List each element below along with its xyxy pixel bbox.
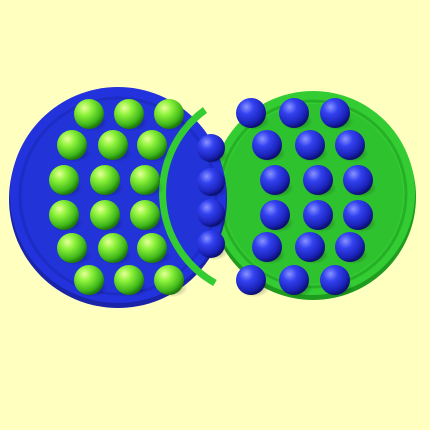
green-ball[interactable] [114,265,148,298]
green-ball[interactable] [57,130,91,163]
blue-ball[interactable] [295,232,329,265]
green-ball[interactable] [130,165,164,198]
blue-ball[interactable] [279,98,313,131]
blue-ball[interactable] [236,265,270,298]
green-ball[interactable] [130,200,164,233]
balls-layer [49,98,377,298]
green-ball[interactable] [49,200,83,233]
blue-ball[interactable] [303,165,337,198]
blue-ball[interactable] [260,200,294,233]
blue-ball[interactable] [252,130,286,163]
green-ball[interactable] [74,99,108,132]
green-ball[interactable] [57,233,91,266]
blue-ball[interactable] [343,200,377,233]
overlap-ball[interactable] [197,134,229,165]
overlap-ball[interactable] [197,199,229,230]
green-ball[interactable] [74,265,108,298]
green-ball[interactable] [114,99,148,132]
green-ball[interactable] [98,233,132,266]
overlap-ball[interactable] [197,168,229,199]
blue-ball[interactable] [279,265,313,298]
green-ball[interactable] [137,233,171,266]
blue-ball[interactable] [343,165,377,198]
blue-ball[interactable] [335,130,369,163]
green-ring-arc [159,107,217,287]
green-ball[interactable] [98,130,132,163]
blue-ball[interactable] [320,98,354,131]
green-ball[interactable] [90,165,124,198]
green-ball[interactable] [90,200,124,233]
blue-ball[interactable] [335,232,369,265]
blue-ball[interactable] [320,265,354,298]
green-ball[interactable] [154,99,188,132]
blue-ball[interactable] [236,98,270,131]
overlap-ball[interactable] [197,230,229,261]
blue-ball[interactable] [252,232,286,265]
green-ball[interactable] [137,130,171,163]
green-ball[interactable] [154,265,188,298]
green-ball[interactable] [49,165,83,198]
blue-ball[interactable] [303,200,337,233]
blue-ball[interactable] [295,130,329,163]
blue-ball[interactable] [260,165,294,198]
